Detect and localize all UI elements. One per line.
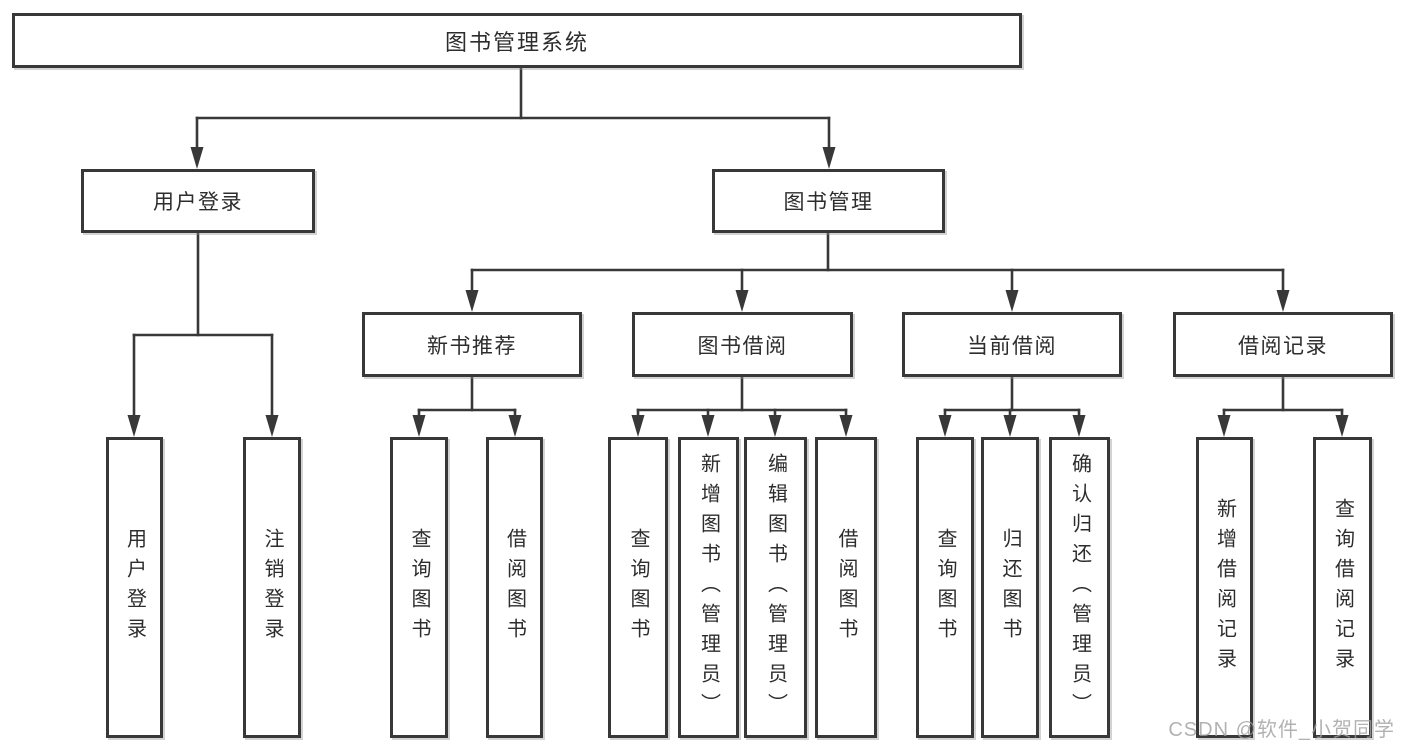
node-newbook-borrow-book: 借阅图书 [486, 437, 543, 738]
node-add-book-admin: 新增图书（管理员） [678, 437, 739, 738]
node-label: 查询图书 [408, 527, 430, 648]
node-label: 借阅记录 [1238, 334, 1328, 358]
node-label: 新书推荐 [427, 334, 517, 358]
node-add-borrow-record: 新增借阅记录 [1196, 437, 1253, 738]
node-user-login-action: 用户登录 [106, 437, 163, 738]
node-label: 编辑图书（管理员） [764, 452, 787, 723]
node-label: 新增借阅记录 [1213, 497, 1236, 678]
node-label: 当前借阅 [967, 334, 1057, 358]
node-label: 查询图书 [627, 527, 649, 648]
node-label: 图书管理系统 [444, 29, 589, 55]
node-book-management: 图书管理 [712, 169, 945, 233]
node-label: 查询借阅记录 [1331, 497, 1354, 678]
node-current-borrow: 当前借阅 [902, 312, 1122, 377]
node-label: 借阅图书 [835, 527, 857, 648]
node-label: 归还图书 [999, 527, 1021, 648]
node-label: 查询图书 [934, 527, 956, 648]
node-edit-book-admin: 编辑图书（管理员） [744, 437, 807, 738]
node-label: 图书借阅 [697, 334, 788, 358]
node-label: 注销登录 [261, 527, 283, 648]
node-label: 确认归还（管理员） [1068, 452, 1091, 723]
node-new-book-recommend: 新书推荐 [362, 312, 582, 377]
node-user-login: 用户登录 [81, 169, 315, 233]
node-borrow-book: 借阅图书 [815, 437, 877, 738]
node-label: 借阅图书 [503, 527, 526, 648]
node-book-management-system: 图书管理系统 [12, 13, 1022, 68]
node-label: 图书管理 [783, 191, 874, 214]
node-label: 新增图书（管理员） [697, 452, 720, 723]
watermark: CSDN @软件_小贺同学 [1168, 719, 1395, 741]
node-current-query-book: 查询图书 [916, 437, 974, 738]
node-query-borrow-record: 查询借阅记录 [1313, 437, 1372, 738]
node-label: 用户登录 [153, 191, 243, 214]
node-return-book: 归还图书 [981, 437, 1039, 738]
node-newbook-query-book: 查询图书 [390, 437, 448, 738]
node-borrow-query-book: 查询图书 [608, 437, 668, 738]
node-label: 用户登录 [123, 527, 146, 648]
node-confirm-return-admin: 确认归还（管理员） [1049, 437, 1110, 738]
node-book-borrow: 图书借阅 [632, 312, 853, 377]
node-borrow-record: 借阅记录 [1173, 312, 1393, 377]
node-logout: 注销登录 [243, 437, 301, 738]
